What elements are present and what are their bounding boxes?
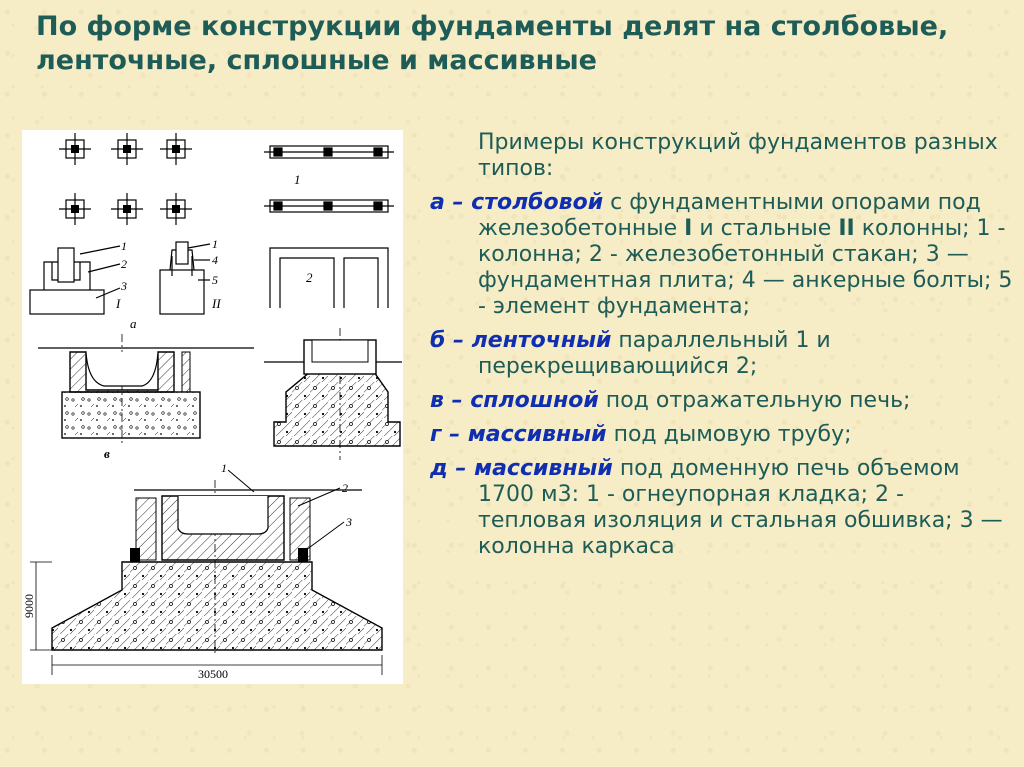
item-key: в – сплошной (430, 388, 599, 413)
col-ii-label-1: 1 (212, 237, 218, 251)
item-key: д – массивный (430, 456, 613, 481)
column-footing-plan (59, 133, 192, 225)
strip-footing-plan (264, 145, 394, 308)
col-ii-roman: II (211, 296, 221, 311)
furnace-label-1: 1 (221, 461, 227, 475)
slide-title: По форме конструкции фундаменты делят на… (36, 11, 949, 76)
part-label-v: в (104, 446, 110, 461)
col-ii-label-5: 5 (212, 273, 218, 287)
col-i-label-1: 1 (121, 239, 127, 253)
chimney-foundation-section (264, 328, 402, 460)
item-chimney-foundation: г – массивный под дымовую трубу; (430, 422, 1015, 448)
foundation-drawings-figure: 1 2 1 2 3 I 1 4 5 II a (22, 130, 403, 684)
item-text: колонны; 1 - колонна; 2 - железобетонный… (478, 216, 1013, 319)
item-strip-footing: б – ленточный параллельный 1 и перекрещи… (430, 328, 1015, 380)
furnace-label-2: 2 (342, 481, 348, 495)
description-text: Примеры конструкций фундаментов разных т… (430, 130, 1015, 568)
col-i-label-3: 3 (120, 279, 127, 293)
part-label-a: a (130, 316, 137, 331)
col-ii-label-4: 4 (212, 253, 218, 267)
item-column-footing: а – столбовой с фундаментными опорами по… (430, 190, 1015, 320)
strip-label-1: 1 (294, 172, 301, 187)
col-i-label-2: 2 (121, 257, 127, 271)
item-key: а – столбовой (430, 190, 604, 215)
section-ii-steel-column (159, 241, 211, 315)
blast-furnace-foundation-section (30, 469, 383, 675)
slab-foundation-section (38, 334, 254, 446)
item-text: под отражательную печь; (598, 388, 911, 413)
dimension-width: 30500 (198, 667, 228, 681)
item-text: под дымовую трубу; (606, 422, 852, 447)
intro-text: Примеры конструкций фундаментов разных т… (478, 130, 998, 181)
item-text: с фундаментными опорами под железобетонн… (478, 190, 981, 241)
item-text: параллельный 1 и перекрещивающийся 2; (478, 328, 831, 379)
furnace-label-3: 3 (345, 515, 352, 529)
section-i-reinforced-column (29, 245, 121, 315)
item-key: б – ленточный (430, 328, 612, 353)
roman-numeral: II (838, 216, 855, 241)
item-key: г – массивный (430, 422, 607, 447)
dimension-height: 9000 (22, 594, 36, 618)
roman-numeral: I (684, 216, 693, 241)
item-blast-furnace-foundation: д – массивный под доменную печь объемом … (430, 456, 1015, 560)
item-text: и стальные (692, 216, 839, 241)
item-text: под доменную печь объемом 1700 м3: 1 - о… (478, 456, 1003, 559)
strip-label-2: 2 (306, 270, 313, 285)
item-slab-foundation: в – сплошной под отражательную печь; (430, 388, 1015, 414)
col-i-roman: I (115, 296, 121, 311)
